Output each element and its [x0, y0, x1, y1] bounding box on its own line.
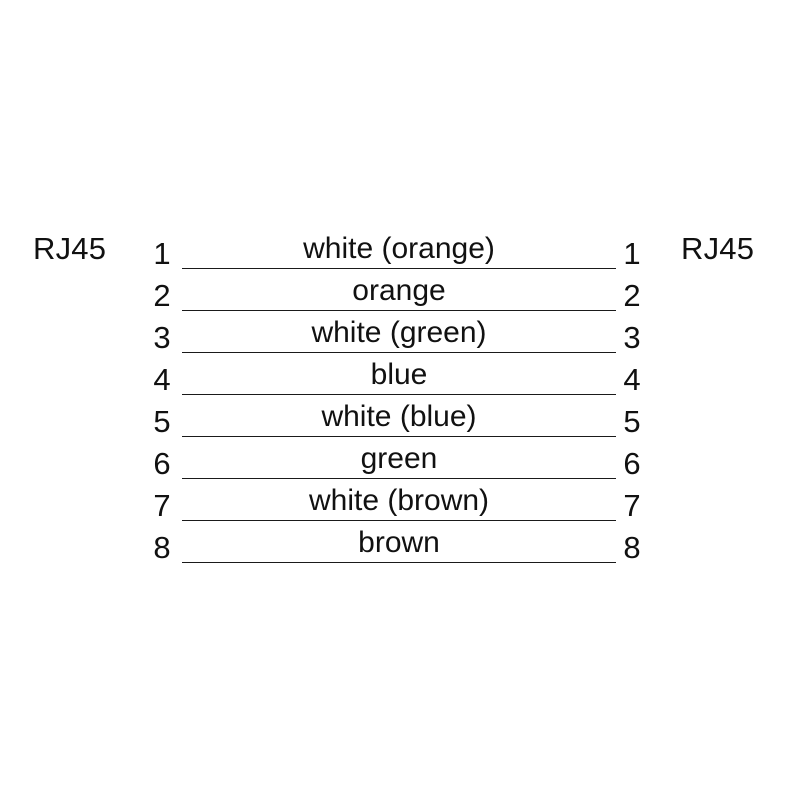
right-connector-label: RJ45 [681, 231, 755, 266]
wire-conductor-line [182, 562, 616, 563]
left-pin-number: 7 [153, 488, 171, 523]
right-pin-number: 8 [623, 530, 641, 565]
wire-color-label: white (orange) [303, 232, 495, 265]
right-pin-number: 1 [623, 236, 641, 271]
left-pin-number: 3 [153, 320, 171, 355]
wire-row: white (blue) 5 5 [0, 402, 800, 448]
right-pin-number: 5 [623, 404, 641, 439]
wire-conductor-line [182, 268, 616, 269]
right-pin-number: 4 [623, 362, 641, 397]
wire-conductor-line [182, 394, 616, 395]
wire-color-label: white (blue) [321, 400, 477, 433]
wire-row: white (green) 3 3 [0, 318, 800, 364]
left-pin-number: 5 [153, 404, 171, 439]
left-pin-number: 2 [153, 278, 171, 313]
wire-conductor-line [182, 478, 616, 479]
right-pin-number: 3 [623, 320, 641, 355]
wire-color-label: orange [352, 274, 446, 307]
wire-conductor-line [182, 352, 616, 353]
wire-row: green 6 6 [0, 444, 800, 490]
wire-row: blue 4 4 [0, 360, 800, 406]
left-pin-number: 6 [153, 446, 171, 481]
wire-color-label: green [360, 442, 438, 475]
right-pin-number: 6 [623, 446, 641, 481]
wire-conductor-line [182, 310, 616, 311]
wire-row: brown 8 8 [0, 528, 800, 574]
right-pin-number: 7 [623, 488, 641, 523]
wire-color-label: brown [358, 526, 440, 559]
wire-color-label: white (green) [311, 316, 487, 349]
wire-conductor-line [182, 520, 616, 521]
wire-row: orange 2 2 [0, 276, 800, 322]
wire-conductor-line [182, 436, 616, 437]
left-pin-number: 1 [153, 236, 171, 271]
wire-color-label: blue [370, 358, 428, 391]
wire-row: white (orange) 1 1 [0, 234, 800, 280]
left-pin-number: 4 [153, 362, 171, 397]
left-connector-label: RJ45 [33, 231, 107, 266]
left-pin-number: 8 [153, 530, 171, 565]
wire-color-label: white (brown) [308, 484, 490, 517]
right-pin-number: 2 [623, 278, 641, 313]
wire-row: white (brown) 7 7 [0, 486, 800, 532]
